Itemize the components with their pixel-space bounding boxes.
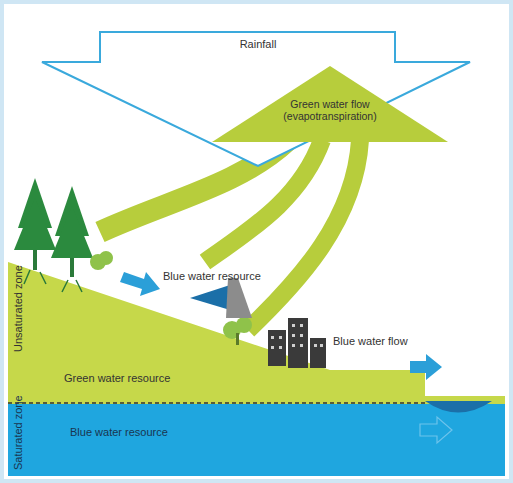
resource-label: Blue water resource xyxy=(163,270,261,282)
resource-label: Blue water resource xyxy=(70,426,168,438)
saturated-zone xyxy=(8,400,505,476)
arrow-label: Rainfall xyxy=(178,38,338,51)
resource-label: Green water resource xyxy=(64,372,170,384)
buildings xyxy=(268,318,326,368)
arrow-label: Green water flow (evapotranspiration) xyxy=(265,98,395,122)
zone-label: Saturated zone xyxy=(12,395,24,470)
rainfall-arrow: Rainfall xyxy=(38,28,478,170)
water-table xyxy=(8,402,425,404)
dam xyxy=(190,278,252,318)
evapotranspiration-arrow: Green water flow (evapotranspiration) xyxy=(212,66,448,143)
flow-label: Blue water flow xyxy=(333,335,408,347)
arrow-outline xyxy=(42,32,470,166)
evapotranspiration-tails xyxy=(100,140,360,330)
flow-arrows xyxy=(120,272,452,443)
trees xyxy=(14,178,252,345)
zone-label: Unsaturated zone xyxy=(12,265,24,352)
river xyxy=(425,401,492,413)
arrow-outline xyxy=(212,66,448,142)
